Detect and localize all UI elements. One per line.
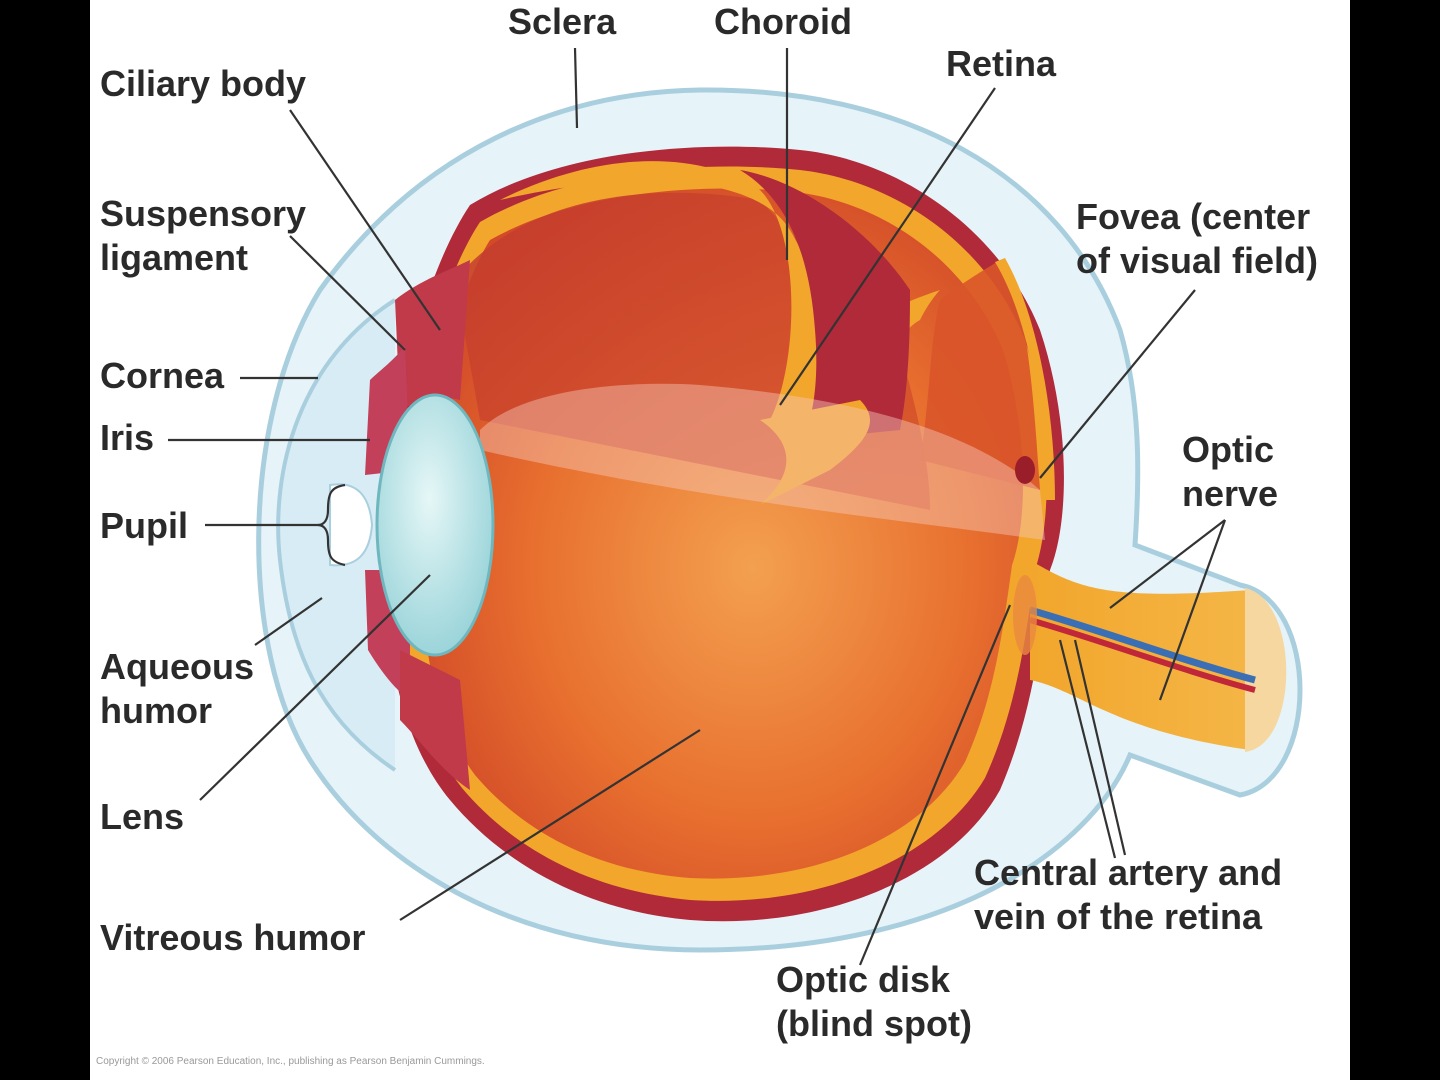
label-ciliary-body: Ciliary body	[100, 63, 307, 104]
label-aqueous-humor-line1: Aqueous	[100, 646, 255, 687]
label-aqueous-humor: Aqueous humor	[100, 645, 254, 733]
label-fovea: Fovea (center of visual field)	[1076, 195, 1318, 283]
label-iris: Iris	[100, 417, 155, 458]
pupil-opening	[329, 483, 374, 567]
label-sclera: Sclera	[508, 1, 617, 42]
label-optic-nerve-line2: nerve	[1182, 473, 1279, 514]
label-vitreous-humor: Vitreous humor	[100, 917, 366, 958]
label-fovea-line1: Fovea (center	[1076, 196, 1311, 237]
central-vein	[1029, 606, 1256, 684]
label-optic-disk-line1: Optic disk	[776, 959, 951, 1000]
ciliary-body	[395, 260, 470, 410]
label-optic-disk: Optic disk (blind spot)	[776, 958, 972, 1046]
label-suspensory-ligament-line2: ligament	[100, 237, 249, 278]
label-central-artery-vein: Central artery and vein of the retina	[974, 851, 1282, 939]
label-central-artery-vein-line2: vein of the retina	[974, 896, 1263, 937]
ciliary-body-lower	[400, 650, 470, 790]
optic-nerve-cap	[1245, 588, 1287, 752]
label-aqueous-humor-line2: humor	[100, 690, 212, 731]
label-cornea: Cornea	[100, 355, 225, 396]
label-optic-nerve: Optic nerve	[1182, 428, 1278, 516]
optic-disk	[1013, 575, 1037, 655]
label-suspensory-ligament: Suspensory ligament	[100, 192, 306, 280]
central-artery	[1029, 617, 1256, 693]
label-central-artery-vein-line1: Central artery and	[974, 852, 1283, 893]
label-optic-nerve-line1: Optic	[1182, 429, 1275, 470]
label-pupil: Pupil	[100, 505, 188, 546]
label-choroid: Choroid	[714, 1, 852, 42]
copyright-notice: Copyright © 2006 Pearson Education, Inc.…	[96, 1056, 485, 1067]
label-optic-disk-line2: (blind spot)	[776, 1003, 972, 1044]
label-suspensory-ligament-line1: Suspensory	[100, 193, 307, 234]
label-lens: Lens	[100, 796, 185, 837]
fovea-pit	[1015, 456, 1035, 484]
section-plane	[480, 383, 1045, 540]
label-fovea-line2: of visual field)	[1076, 240, 1319, 281]
lens-shape	[375, 393, 495, 657]
label-retina: Retina	[946, 43, 1057, 84]
optic-nerve-shape	[1030, 560, 1280, 750]
layer-flap	[500, 161, 1055, 505]
leader-lines	[168, 47, 1227, 966]
